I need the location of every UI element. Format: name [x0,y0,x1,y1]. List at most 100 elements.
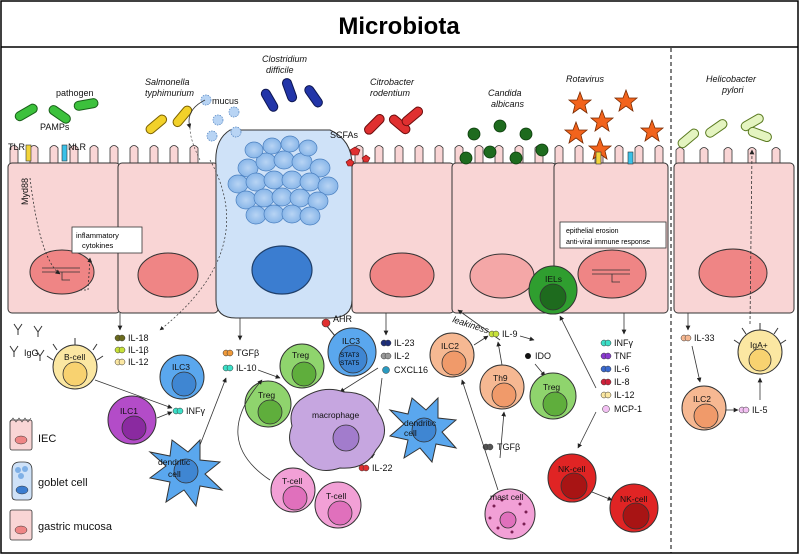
iga-b-cell [733,323,787,375]
pathogen-bacteria [14,98,99,124]
label-bcell: B-cell [64,352,85,362]
label-stat3: STAT3 [340,352,360,359]
b-cell [46,338,104,390]
cytokine-group-1 [114,334,126,366]
igg-antibodies-icon [9,323,45,361]
ahr-ligand-icon [321,318,331,328]
legend-gastric-label: gastric mucosa [38,521,113,533]
mucus-particles [200,94,242,142]
candida-cells [459,119,549,165]
label-tcell2: T-cell [326,491,346,501]
gastric-icon [9,509,33,541]
label-stat5: STAT5 [340,360,360,367]
label-scfas: SCFAs [330,130,359,140]
dendritic-cell-2 [388,396,458,464]
cytokine-cxcl16: CXCL16 [394,365,428,375]
label-dendritic1-2: cell [168,469,181,479]
ilc3-cell [159,354,205,400]
scfa-molecules [345,146,371,167]
label-nk1: NK-cell [558,464,586,474]
label-mast: mast cell [490,492,524,502]
cytokine-il1b: IL-1β [128,345,149,355]
legend: IEC goblet cell gastric mucosa [9,417,113,541]
cytokine-infg-ilc1: INFγ [186,406,205,416]
ilc2-cell-1 [429,332,475,378]
tlr-receptor-icon [25,144,32,162]
cytokine-il23-group [380,339,392,374]
iec-icon [9,417,33,451]
cytokine-il2: IL-2 [394,351,410,361]
goblet-icon [11,461,33,501]
th9-cell [479,364,525,410]
gastric-epithelium [673,147,795,314]
t-cell-1 [270,467,316,513]
cytokine-il10: IL-10 [236,363,257,373]
label-dendritic2-2: cell [404,428,417,438]
t-cell-2 [314,481,362,529]
cytokine-rota-mcp1: MCP-1 [614,404,642,414]
label-dendritic2-1: dendritic [404,418,437,428]
label-helicobacter-1: Helicobacter [706,74,757,84]
box-epithelial-erosion: epithelial erosion [566,228,619,235]
box-antiviral: anti-viral immune response [566,239,650,246]
treg-cell-1 [279,343,325,389]
nk-cell-2 [609,483,659,533]
label-treg1: Treg [292,350,309,360]
iels-cell [528,265,578,315]
nk-cell-1 [547,453,597,503]
iec-nucleus-4 [469,253,535,299]
box-inflammatory-line1: inflammatory [76,231,119,240]
goblet-cell [215,129,353,319]
goblet-nucleus [251,245,313,295]
inflammatory-cytokines-box [71,226,143,254]
cytokine-rota-il12: IL-12 [614,390,635,400]
label-igg: IgG [24,348,39,358]
label-ahr: AHR [333,314,353,324]
salmonella-bacteria [145,105,193,135]
iec-nucleus-3 [369,252,435,298]
label-rotavirus: Rotavirus [566,74,605,84]
mucus-granules [227,135,339,226]
mast-cell [484,488,536,540]
label-nk2: NK-cell [620,494,648,504]
label-iga: IgA+ [750,340,768,350]
label-dendritic1-1: dendritic [158,457,191,467]
cytokine-rota-infg: INFγ [614,338,633,348]
cytokine-il23: IL-23 [394,338,415,348]
label-myd88: Myd88 [20,178,30,205]
label-treg3: Treg [543,382,560,392]
box-inflammatory-line2: cytokines [82,241,114,250]
treg-cell-3 [529,372,577,420]
helicobacter-bacteria [677,113,772,149]
cytokine-tgfb-il10 [222,349,234,372]
label-salmonella-2: typhimurium [145,88,195,98]
iec-nucleus-2 [137,252,199,298]
cytokine-il33: IL-33 [694,333,715,343]
gastric-nucleus [698,248,768,298]
antiviral-box [559,221,667,249]
nlr-receptor-icon [61,144,68,162]
label-macrophage: macrophage [312,410,360,420]
label-iels: IELs [545,274,562,284]
cytokine-il5: IL-5 [752,405,768,415]
page-title: Microbiota [338,13,460,40]
clostridium-bacteria [260,78,323,112]
rota-receptor-1-icon [595,151,602,165]
citrobacter-bacteria [364,106,424,135]
label-ilc3-stat: ILC3 [342,336,360,346]
label-clostridium-2: difficile [266,65,294,75]
label-salmonella-1: Salmonella [145,77,190,87]
rota-receptor-2-icon [627,151,634,165]
cytokine-il9: IL-9 [502,329,518,339]
cytokine-rota-group [600,339,612,413]
label-tcell1: T-cell [282,476,302,486]
cytokine-rota-il6: IL-6 [614,364,630,374]
cytokine-il18: IL-18 [128,333,149,343]
legend-iec-label: IEC [38,433,56,445]
label-helicobacter-2: pylori [721,85,745,95]
macrophage-cell [289,388,385,471]
cytokine-tgfb-mast: TGFβ [497,442,520,452]
cytokine-rota-il8: IL-8 [614,377,630,387]
